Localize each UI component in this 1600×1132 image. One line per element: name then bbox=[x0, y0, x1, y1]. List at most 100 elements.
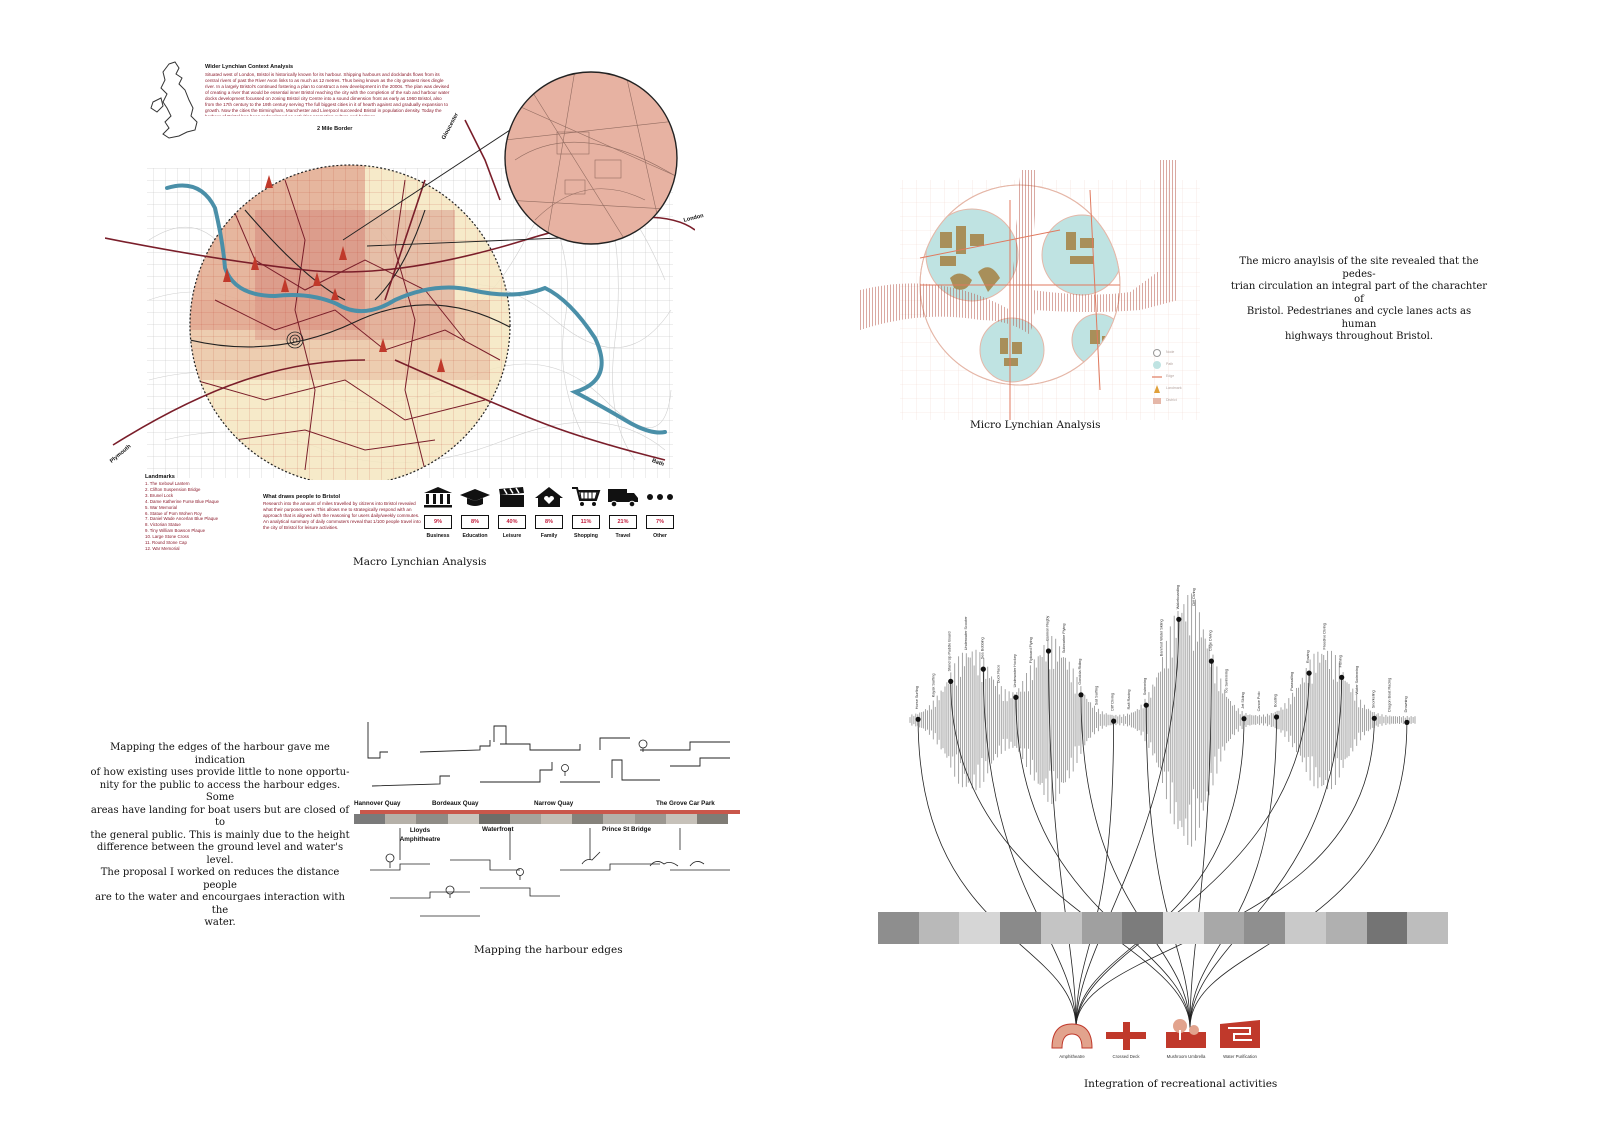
activity-node bbox=[1306, 670, 1312, 676]
activity-label: Dragon Boat Racing bbox=[1388, 678, 1392, 712]
activity-label: Sea Bobbing bbox=[980, 637, 984, 659]
activity-node bbox=[1143, 702, 1149, 708]
travel-value: 21% bbox=[609, 515, 637, 529]
legend-path-label: Path bbox=[1166, 362, 1174, 366]
activity-node bbox=[1111, 718, 1117, 724]
shopping-label: Shopping bbox=[574, 533, 598, 539]
activity-node bbox=[1273, 714, 1280, 720]
mushroom-umbrella-icon bbox=[1166, 1019, 1206, 1048]
legend-node-label: Node bbox=[1166, 350, 1175, 354]
connector-curve bbox=[1189, 661, 1212, 1029]
family-value: 8% bbox=[535, 515, 563, 529]
category-chart: 9% Business 8% Education 40% Leisure 8% … bbox=[423, 486, 693, 546]
element-label-crossed-deck: Crossed Deck bbox=[1112, 1054, 1140, 1059]
landmark-item: 4. Dame Katherine Furse Blue Plaque bbox=[145, 498, 219, 504]
travel-label: Travel bbox=[615, 533, 631, 539]
label-waterfront: Waterfront bbox=[482, 826, 514, 833]
education-label: Education bbox=[462, 533, 488, 539]
landmark-item: 10. Large Stone Cross bbox=[145, 534, 189, 540]
draws-text: Research into the amount of miles travel… bbox=[263, 501, 421, 530]
legend-edge-label: Edge bbox=[1166, 374, 1175, 378]
activity-label: Cliff Diving bbox=[1192, 588, 1196, 606]
macro-title: Wider Lynchian Context Analysis bbox=[205, 64, 294, 70]
leisure-label: Leisure bbox=[502, 533, 522, 539]
ellipsis-icon bbox=[647, 494, 673, 500]
harbour-description: Mapping the edges of the harbour gave me… bbox=[90, 742, 350, 930]
activity-node bbox=[980, 666, 986, 672]
activity-label: Swimming bbox=[1143, 678, 1147, 696]
activity-label: Parasailing bbox=[1290, 672, 1294, 691]
element-label-mushroom-umbrella: Mushroom Umbrella bbox=[1166, 1054, 1206, 1059]
label-narrow-quay: Narrow Quay bbox=[534, 800, 574, 807]
activity-label: Duck Race bbox=[997, 665, 1001, 684]
label-lloyds-amphitheatre: Lloyds Amphitheatre bbox=[399, 827, 441, 843]
label-bordeaux-quay: Bordeaux Quay bbox=[432, 800, 479, 807]
activity-node bbox=[948, 678, 954, 684]
landmark-item: 5. War Memorial bbox=[145, 504, 178, 510]
harbour-caption: Mapping the harbour edges bbox=[474, 944, 623, 956]
clapperboard-icon bbox=[499, 487, 524, 507]
harbour-description-line: Mapping the edges of the harbour gave me… bbox=[110, 742, 330, 766]
amphitheatre-icon bbox=[1051, 1023, 1093, 1049]
activity-label: Sail Surfing bbox=[1094, 686, 1098, 705]
bank-icon bbox=[424, 487, 452, 508]
micro-legend: Node Path Edge Landmark District bbox=[1152, 348, 1202, 408]
shopping-value: 11% bbox=[572, 515, 600, 529]
macro-intro-text: Situated west of London, Bristol is hist… bbox=[205, 72, 450, 116]
activity-node bbox=[1371, 715, 1377, 721]
label-grove-car-park: The Grove Car Park bbox=[656, 800, 715, 807]
element-label-water-purification: Water Purification bbox=[1223, 1054, 1257, 1059]
activity-label: Submarine Flying bbox=[1062, 624, 1066, 654]
activity-node bbox=[1241, 716, 1247, 722]
micro-lynchian-panel: Node Path Edge Landmark District Micro L… bbox=[860, 160, 1200, 440]
landmark-item: 2. Clifton Suspension Bridge bbox=[145, 486, 201, 492]
activity-label: Freedive Diving bbox=[1322, 623, 1326, 649]
truck-icon bbox=[608, 489, 638, 508]
landmark-item: 11. Round Stone Cap bbox=[145, 540, 187, 546]
business-label: Business bbox=[426, 533, 450, 539]
other-label: Other bbox=[653, 533, 667, 539]
legend-district-label: District bbox=[1166, 398, 1177, 402]
activity-photo-strip bbox=[878, 912, 1448, 944]
activity-label: Ice Swimming bbox=[1225, 669, 1229, 693]
crossed-deck-icon bbox=[1106, 1022, 1146, 1050]
activity-label: Horse Surfing bbox=[915, 686, 919, 709]
harbour-description-line: difference between the ground level and … bbox=[96, 842, 344, 866]
landmark-item: 9. Tiny William Bowson Plaque bbox=[145, 528, 206, 534]
activity-node bbox=[1208, 658, 1214, 664]
landmark-item: 12. War Memorial bbox=[145, 545, 180, 551]
harbour-description-line: nity for the public to access the harbou… bbox=[99, 779, 341, 804]
activity-label: Gondola Riding bbox=[1078, 659, 1082, 685]
activity-label: Stand Up Paddle Board bbox=[948, 631, 952, 671]
landmark-item: 6. Statue of Pom Wohen Roy bbox=[145, 510, 202, 516]
education-value: 8% bbox=[461, 515, 489, 529]
micro-description-line: Bristol. Pedestrianes and cycle lanes ac… bbox=[1246, 306, 1472, 330]
macro-map bbox=[105, 71, 695, 480]
landmark-cone-icon bbox=[1154, 385, 1160, 393]
harbour-photo-strip bbox=[354, 814, 728, 824]
shopping-cart-icon bbox=[572, 487, 601, 506]
activity-label: Underwater Scooter bbox=[964, 616, 968, 651]
activity-label: Fishing bbox=[1339, 655, 1343, 667]
micro-map bbox=[860, 160, 1200, 420]
recreation-caption: Integration of recreational activities bbox=[1084, 1078, 1278, 1090]
activity-node bbox=[1013, 694, 1019, 700]
draws-heading: What draws people to Bristol bbox=[263, 494, 341, 500]
activity-label: Cliff Diving bbox=[1111, 693, 1115, 711]
micro-description: The micro anaylsis of the site revealed … bbox=[1228, 256, 1490, 344]
micro-description-line: The micro anaylsis of the site revealed … bbox=[1239, 256, 1479, 280]
landmark-item: 3. Brunel Lock bbox=[145, 492, 174, 498]
harbour-description-line: The proposal I worked on reduces the dis… bbox=[100, 867, 340, 891]
other-value: 7% bbox=[646, 515, 674, 529]
activity-label: Underwater Hockey bbox=[1013, 654, 1017, 687]
harbour-description-line: the general public. This is mainly due t… bbox=[90, 829, 350, 841]
landmark-item: 8. Victorian Statue bbox=[145, 522, 181, 528]
harbour-description-line: of how existing uses provide little to n… bbox=[90, 767, 350, 778]
activity-label: Boating bbox=[1274, 694, 1278, 707]
connector-curve bbox=[1189, 677, 1343, 1029]
label-hannover-quay: Hannover Quay bbox=[354, 800, 401, 807]
harbour-description-line: areas have landing for boat users but ar… bbox=[90, 804, 350, 829]
